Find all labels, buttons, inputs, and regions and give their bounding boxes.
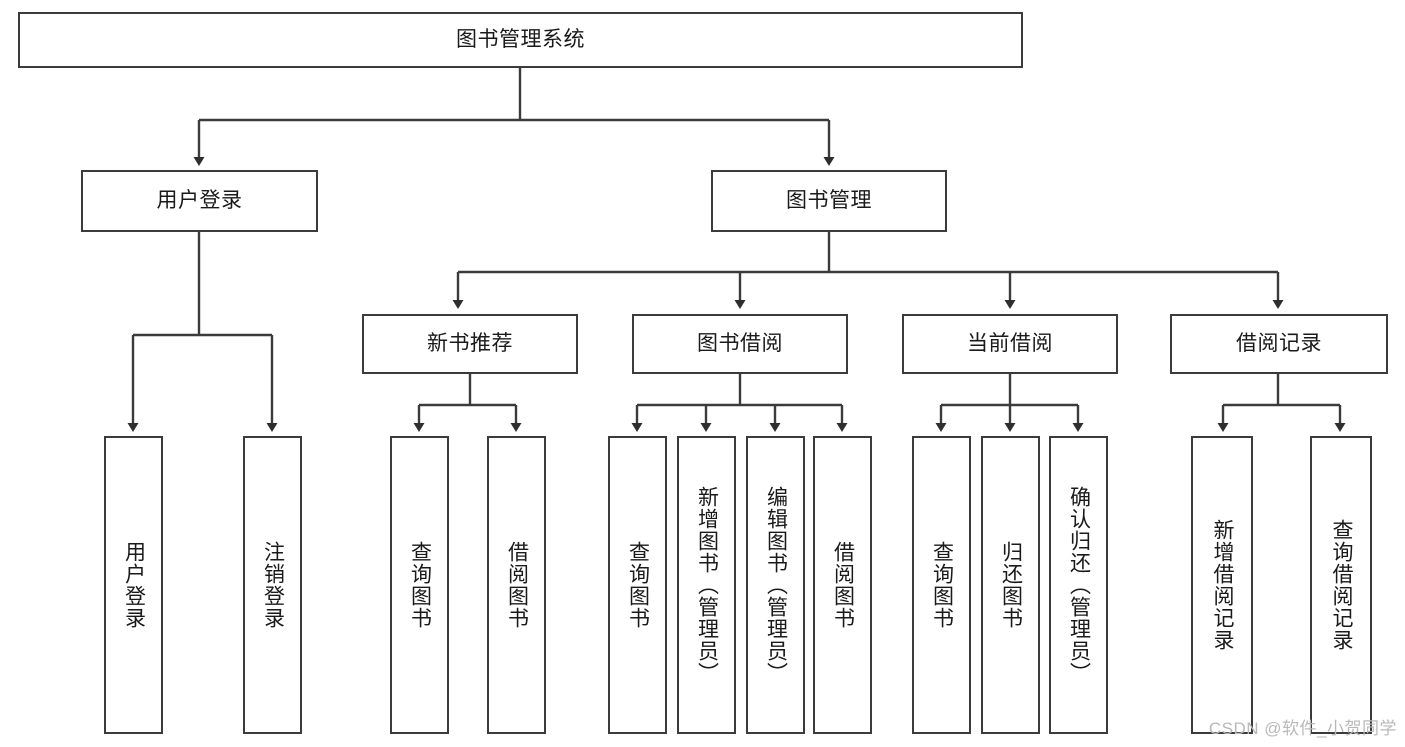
node-root-label: 图书管理系统 (456, 27, 585, 51)
leaf-record-query-record-label: 查询借阅记录 (1330, 519, 1354, 651)
leaf-record-add-record-label: 新增借阅记录 (1211, 519, 1235, 651)
leaf-current-return-book-label: 归还图书 (999, 541, 1023, 629)
node-root[interactable]: 图书管理系统 (18, 12, 1023, 68)
node-book-borrow-label: 图书借阅 (697, 331, 783, 355)
leaf-borrow-borrow-book[interactable]: 借阅图书 (813, 436, 872, 734)
leaf-user-login-signout[interactable]: 注销登录 (243, 436, 302, 734)
node-book-management[interactable]: 图书管理 (711, 170, 947, 232)
leaf-borrow-query-book[interactable]: 查询图书 (608, 436, 667, 734)
node-user-login[interactable]: 用户登录 (81, 170, 318, 232)
node-new-book-recommend[interactable]: 新书推荐 (362, 314, 578, 374)
node-current-borrow-label: 当前借阅 (967, 331, 1053, 355)
leaf-recommend-query-book-label: 查询图书 (408, 541, 432, 629)
node-current-borrow[interactable]: 当前借阅 (902, 314, 1118, 374)
leaf-recommend-borrow-book-label: 借阅图书 (505, 541, 529, 629)
node-new-book-recommend-label: 新书推荐 (427, 331, 513, 355)
leaf-user-login-signin-label: 用户登录 (122, 541, 146, 629)
leaf-current-query-book-label: 查询图书 (930, 541, 954, 629)
leaf-record-add-record[interactable]: 新增借阅记录 (1191, 436, 1253, 734)
leaf-borrow-add-book-label: 新增图书（管理员） (695, 486, 719, 684)
leaf-recommend-query-book[interactable]: 查询图书 (390, 436, 449, 734)
leaf-borrow-query-book-label: 查询图书 (626, 541, 650, 629)
leaf-borrow-edit-book-label: 编辑图书（管理员） (764, 486, 788, 684)
leaf-current-query-book[interactable]: 查询图书 (912, 436, 971, 734)
node-book-borrow[interactable]: 图书借阅 (632, 314, 848, 374)
node-borrow-record[interactable]: 借阅记录 (1170, 314, 1388, 374)
leaf-borrow-borrow-book-label: 借阅图书 (831, 541, 855, 629)
node-user-login-label: 用户登录 (156, 188, 243, 212)
node-borrow-record-label: 借阅记录 (1236, 331, 1322, 355)
leaf-current-confirm-return-label: 确认归还（管理员） (1067, 486, 1091, 684)
leaf-current-return-book[interactable]: 归还图书 (981, 436, 1040, 734)
leaf-recommend-borrow-book[interactable]: 借阅图书 (487, 436, 546, 734)
leaf-record-query-record[interactable]: 查询借阅记录 (1310, 436, 1372, 734)
node-book-management-label: 图书管理 (786, 188, 872, 212)
leaf-current-confirm-return[interactable]: 确认归还（管理员） (1049, 436, 1108, 734)
leaf-user-login-signout-label: 注销登录 (261, 541, 285, 629)
leaf-user-login-signin[interactable]: 用户登录 (104, 436, 163, 734)
leaf-borrow-add-book[interactable]: 新增图书（管理员） (677, 436, 736, 734)
leaf-borrow-edit-book[interactable]: 编辑图书（管理员） (746, 436, 805, 734)
